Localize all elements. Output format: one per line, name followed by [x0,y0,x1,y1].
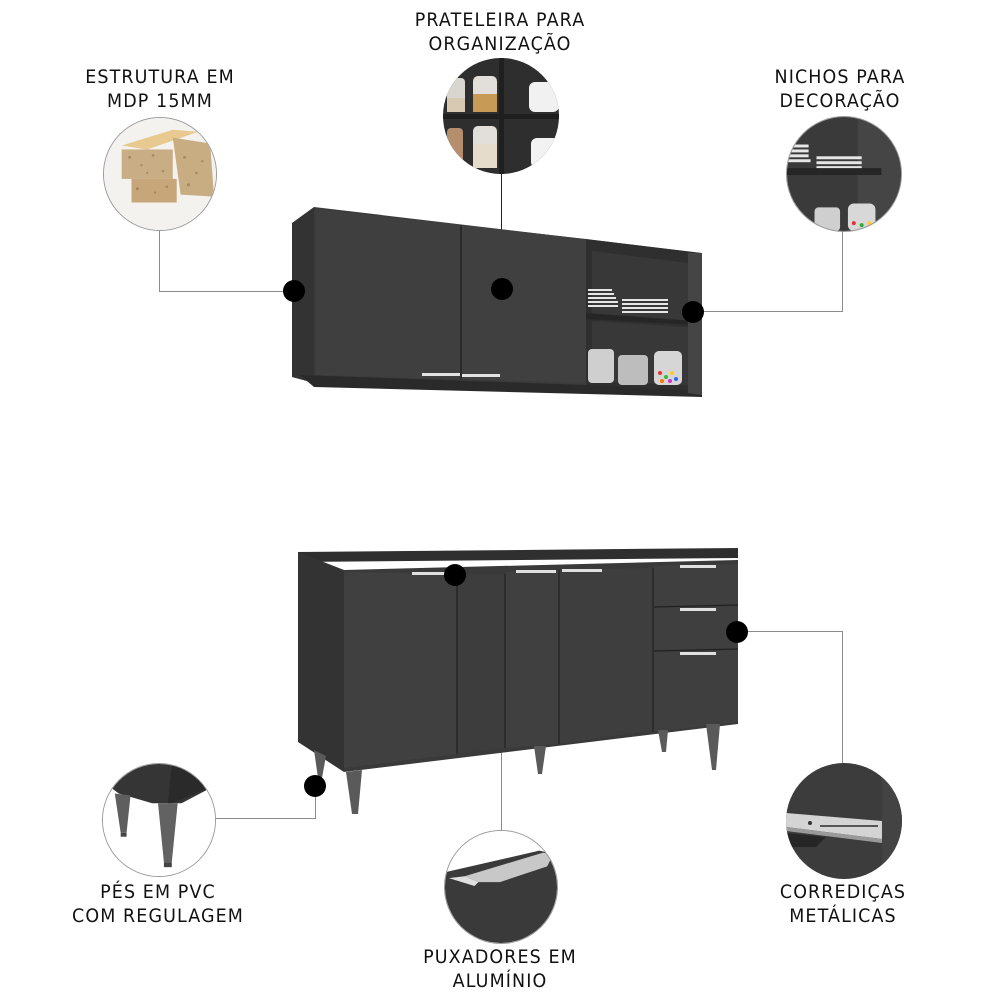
wall-door-left [316,209,460,379]
base-cabinet [298,546,742,814]
drawer-3 [654,650,738,732]
label-pes-pvc: PÉS EM PVC COM REGULAGEM [57,880,259,928]
connector-pes-v [315,786,316,819]
marker-corredicas[interactable] [726,621,748,643]
base-door-handle [516,570,556,573]
shelf-organization-detail-image [443,58,559,174]
base-door-3 [506,570,558,748]
base-door-1 [344,572,456,768]
connector-estrutura-h [159,291,294,292]
label-line: METÁLICAS [789,905,897,927]
connector-corredicas-h [737,631,843,632]
leg-front-left [346,770,362,814]
metal-slides-detail-image [786,763,902,879]
label-estrutura-mdp: ESTRUTURA EM MDP 15MM [68,65,252,113]
drawer-2 [654,606,738,650]
wood-board-icon [104,118,216,230]
label-line: PUXADORES EM [423,946,577,968]
label-line: ALUMÍNIO [452,970,548,992]
connector-estrutura [159,231,160,292]
label-line: CORREDIÇAS [779,881,907,903]
label-line: ORGANIZAÇÃO [428,33,572,55]
aluminum-handle-detail-image [444,830,558,944]
handle-icon [445,831,557,943]
wall-door-handle [422,373,460,376]
marker-pes[interactable] [304,775,326,797]
label-line: ESTRUTURA EM [85,66,235,88]
connector-nichos-v [842,231,843,312]
jars-shelf-icon [443,58,559,174]
label-corredicas-metalicas: CORREDIÇAS METÁLICAS [751,880,935,928]
wall-cabinet [292,205,704,397]
label-line: PÉS EM PVC [100,881,216,903]
drawer-handle [680,565,716,568]
label-line: DECORAÇÃO [779,90,901,112]
drawer-1 [654,564,738,606]
marker-puxadores[interactable] [444,564,466,586]
plates-niche-icon [787,117,901,231]
label-line: NICHOS PARA [774,66,906,88]
label-line: COM REGULAGEM [72,905,244,927]
decorative-niches-detail-image [786,116,902,232]
connector-corredicas-v [842,631,843,763]
marker-nichos[interactable] [682,301,704,323]
marker-estrutura[interactable] [283,280,305,302]
base-door-handle [562,569,602,572]
label-puxadores-aluminio: PUXADORES EM ALUMÍNIO [408,945,592,993]
wall-door-right [462,225,586,383]
drawer-handle [680,652,716,655]
connector-nichos-h [693,311,843,312]
label-nichos-decoracao: NICHOS PARA DECORAÇÃO [748,65,932,113]
base-door-handle [412,572,452,575]
mdp-wood-detail-image [103,117,217,231]
base-door-2 [458,574,504,754]
label-prateleira-organizacao: PRATELEIRA PARA ORGANIZAÇÃO [408,8,592,56]
base-door-4 [560,568,652,744]
pvc-feet-detail-image [102,763,216,877]
label-line: PRATELEIRA PARA [414,9,586,31]
connector-pes-h [216,818,316,819]
furniture-leg-icon [103,764,215,876]
drawer-handle [680,608,716,611]
marker-prateleira[interactable] [491,278,513,300]
drawer-slide-icon [786,763,902,879]
wall-door-handle [462,374,500,377]
label-line: MDP 15MM [107,90,213,112]
